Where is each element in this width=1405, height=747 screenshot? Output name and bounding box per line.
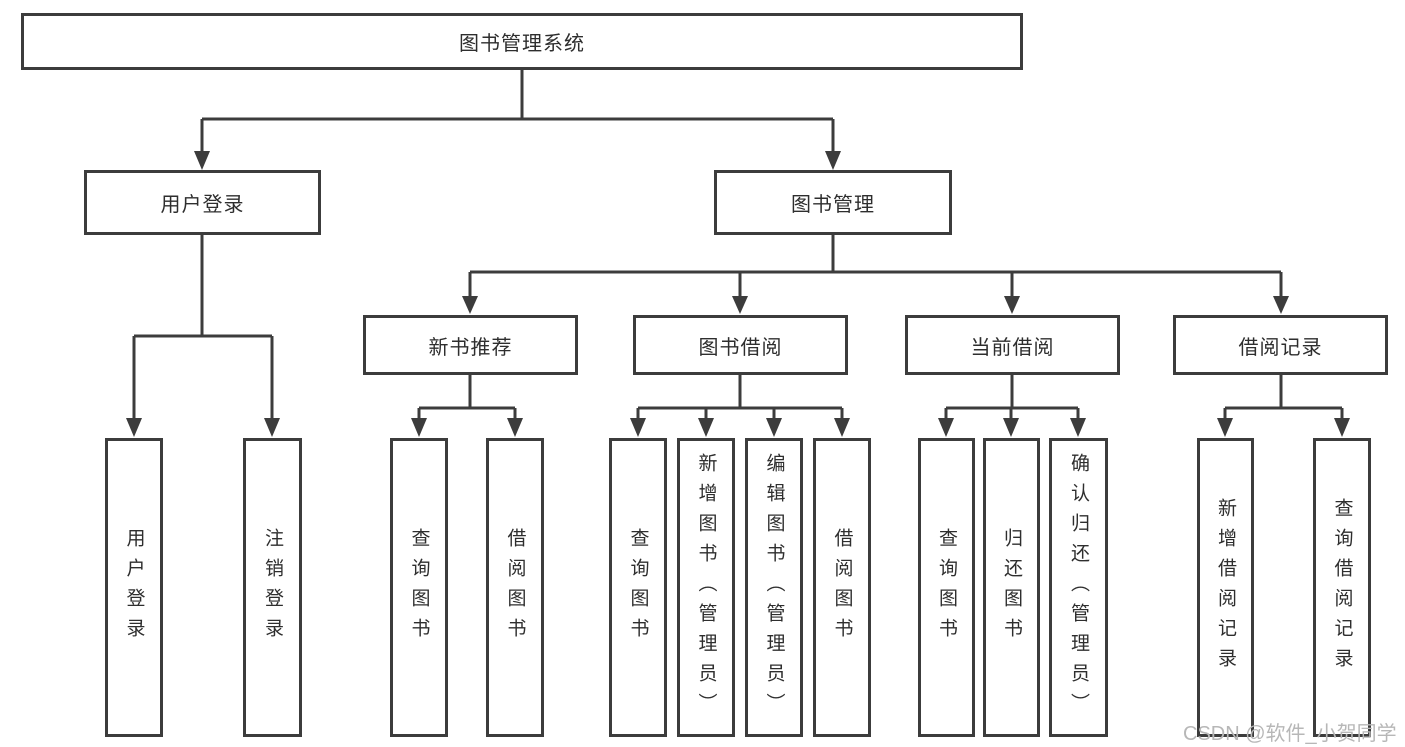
node-current-borrow: 当前借阅 xyxy=(905,315,1120,375)
leaf-nb-query-book: 查询图书 xyxy=(390,438,448,737)
node-library-system: 图书管理系统 xyxy=(21,13,1023,70)
leaf-cb-query-book-label: 查询图书 xyxy=(936,527,957,648)
leaf-bb-add-book-label: 新增图书（管理员） xyxy=(695,452,717,723)
node-borrow-records: 借阅记录 xyxy=(1173,315,1388,375)
node-library-system-label: 图书管理系统 xyxy=(459,33,585,55)
node-borrow-records-label: 借阅记录 xyxy=(1238,336,1323,359)
leaf-logout-label: 注销登录 xyxy=(262,527,283,648)
leaf-nb-borrow-book: 借阅图书 xyxy=(486,438,544,737)
leaf-cb-query-book: 查询图书 xyxy=(918,438,975,737)
leaf-nb-borrow-book-label: 借阅图书 xyxy=(504,527,526,648)
leaf-logout: 注销登录 xyxy=(243,438,302,737)
leaf-bb-add-book: 新增图书（管理员） xyxy=(677,438,735,737)
leaf-nb-query-book-label: 查询图书 xyxy=(408,527,430,648)
watermark: CSDN @软件_小贺同学 xyxy=(1183,723,1397,745)
leaf-user-login: 用户登录 xyxy=(105,438,163,737)
leaf-cb-confirm-return-label: 确认归还（管理员） xyxy=(1068,452,1089,723)
leaf-user-login-label: 用户登录 xyxy=(123,527,145,648)
node-new-book-recommend-label: 新书推荐 xyxy=(428,336,513,359)
node-new-book-recommend: 新书推荐 xyxy=(363,315,578,375)
node-book-borrow-label: 图书借阅 xyxy=(698,336,783,359)
leaf-br-add-record: 新增借阅记录 xyxy=(1197,438,1254,737)
leaf-br-query-record: 查询借阅记录 xyxy=(1313,438,1371,737)
leaf-cb-confirm-return: 确认归还（管理员） xyxy=(1049,438,1108,737)
node-book-borrow: 图书借阅 xyxy=(633,315,848,375)
node-user-login: 用户登录 xyxy=(84,170,321,235)
leaf-bb-edit-book: 编辑图书（管理员） xyxy=(745,438,803,737)
leaf-bb-query-book-label: 查询图书 xyxy=(627,527,649,648)
node-book-management: 图书管理 xyxy=(714,170,952,235)
leaf-bb-edit-book-label: 编辑图书（管理员） xyxy=(763,452,785,723)
leaf-cb-return-book: 归还图书 xyxy=(983,438,1040,737)
leaf-cb-return-book-label: 归还图书 xyxy=(1001,527,1022,648)
leaf-br-query-record-label: 查询借阅记录 xyxy=(1331,497,1353,678)
leaf-bb-query-book: 查询图书 xyxy=(609,438,667,737)
node-book-management-label: 图书管理 xyxy=(791,194,875,216)
leaf-bb-borrow-book: 借阅图书 xyxy=(813,438,871,737)
node-current-borrow-label: 当前借阅 xyxy=(970,336,1055,359)
leaf-bb-borrow-book-label: 借阅图书 xyxy=(831,527,853,648)
leaf-br-add-record-label: 新增借阅记录 xyxy=(1215,497,1236,678)
node-user-login-label: 用户登录 xyxy=(160,194,245,216)
